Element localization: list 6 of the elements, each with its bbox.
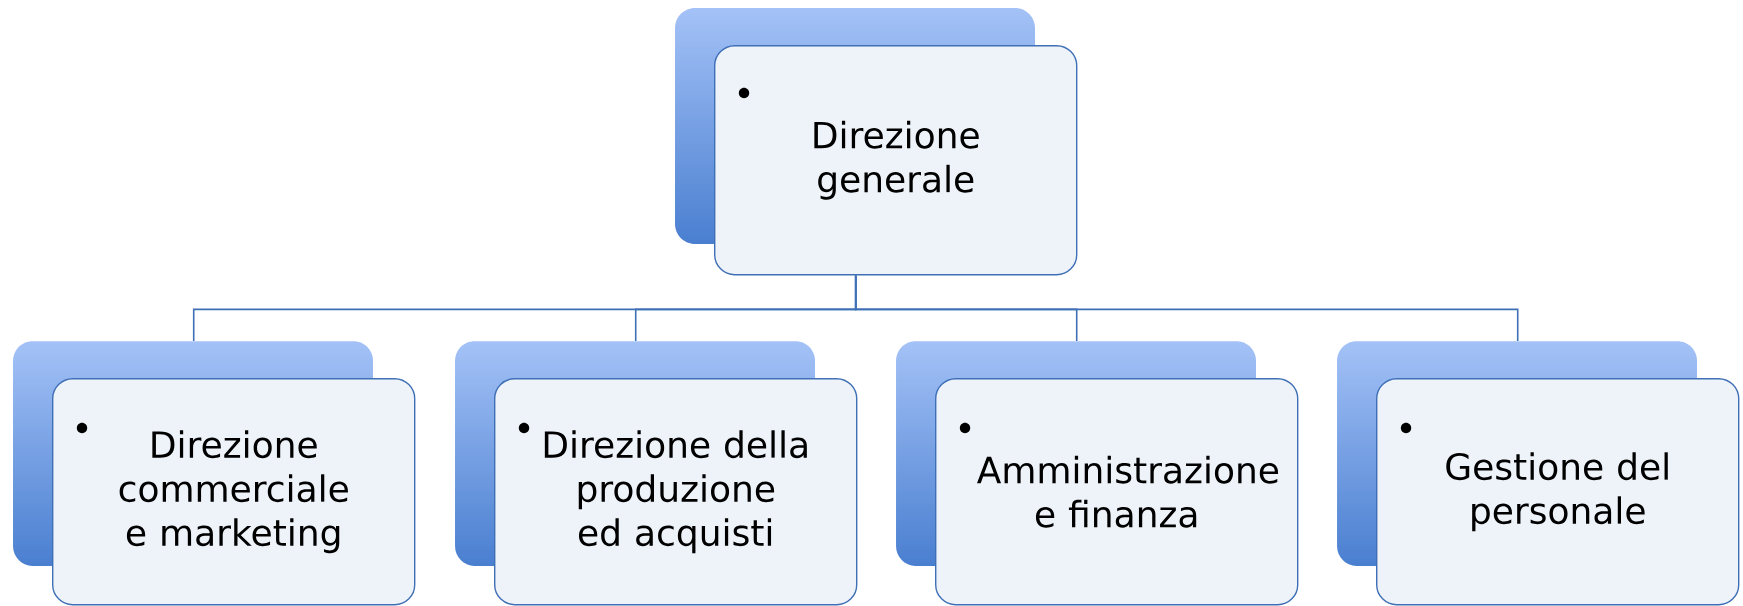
org-box: Gestione del personale bbox=[1376, 378, 1740, 606]
org-box: Amministrazione e finanza bbox=[935, 378, 1299, 606]
connector-line bbox=[854, 274, 1519, 342]
org-box: Direzione commerciale e marketing bbox=[52, 378, 416, 606]
org-box: Direzione della produzione ed acquisti bbox=[494, 378, 858, 606]
org-box: Direzione generale bbox=[714, 45, 1078, 276]
